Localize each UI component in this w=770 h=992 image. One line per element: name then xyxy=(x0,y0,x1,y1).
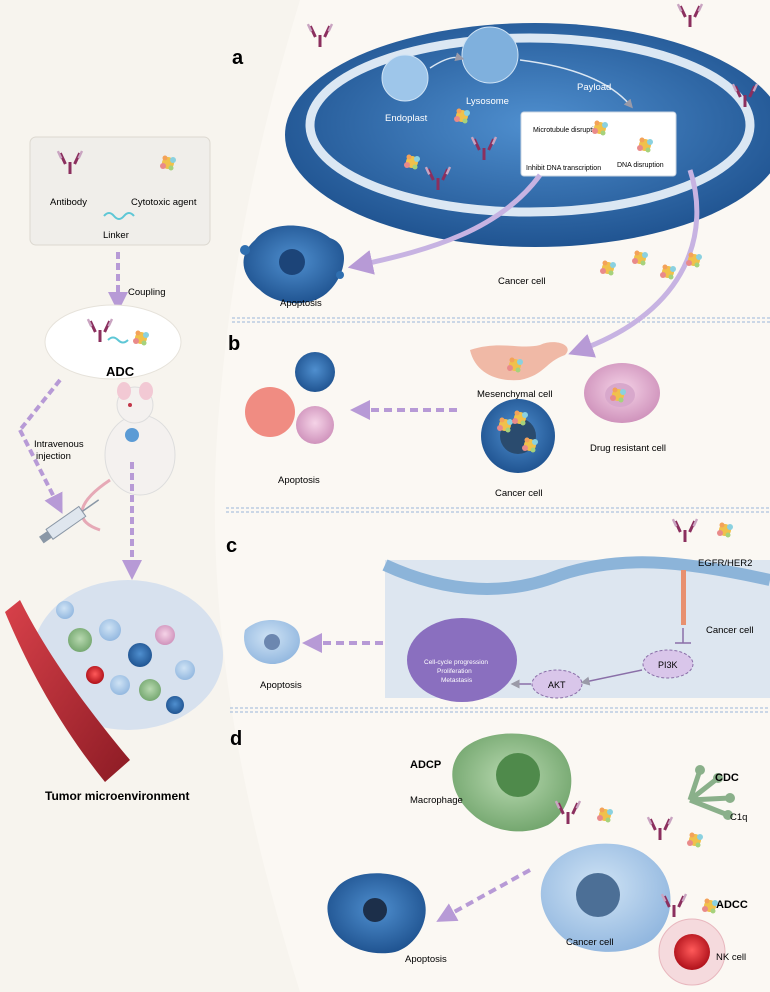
label-adcc: ADCC xyxy=(716,899,748,911)
label-microtubule: Microtubule disruption xyxy=(533,127,602,134)
legend-linker: Linker xyxy=(103,230,129,241)
lysosome-vesicle xyxy=(461,26,519,84)
right-panel-background xyxy=(214,0,770,992)
egfr-her2-receptor xyxy=(681,570,686,625)
linker-icon xyxy=(103,212,135,220)
cancer-cell-membrane xyxy=(305,33,755,217)
apoptotic-cell-d xyxy=(327,873,426,954)
panel-d-apoptosis-arrow xyxy=(436,868,531,922)
syringe-illustration xyxy=(39,499,100,544)
endoplast-vesicle xyxy=(381,54,429,102)
mesenchymal-cell xyxy=(470,342,568,381)
label-macrophage: Macrophage xyxy=(410,795,463,806)
tumor-microenvironment-illustration xyxy=(5,580,223,782)
nk-cell xyxy=(658,918,726,986)
label-cancer-cell-c: Cancer cell xyxy=(706,625,754,636)
adc-linker-icon xyxy=(107,336,129,344)
cancer-cell-b xyxy=(481,399,555,473)
macrophage-cell xyxy=(452,733,572,832)
payload-effects-box xyxy=(520,111,677,177)
cell-membrane-c xyxy=(382,556,770,595)
label-endoplast: Endoplast xyxy=(385,113,428,124)
c1q-complement xyxy=(687,765,735,820)
apoptotic-cell-a xyxy=(240,225,344,304)
pi3k-node xyxy=(642,649,694,679)
injection-label-1: Intravenous xyxy=(34,439,84,450)
cancer-cell-d xyxy=(540,843,671,952)
panel-separators xyxy=(226,317,770,713)
label-cancer-cell-a: Cancer cell xyxy=(498,276,546,287)
legend-box xyxy=(29,136,211,246)
label-pi3k: PI3K xyxy=(658,660,678,670)
label-nk-cell: NK cell xyxy=(716,952,746,963)
coupling-label: Coupling xyxy=(128,287,166,298)
tumor-microenvironment-label: Tumor microenvironment xyxy=(45,789,189,803)
panel-letter-b: b xyxy=(228,333,240,355)
label-apoptosis-a: Apoptosis xyxy=(280,298,322,309)
panel-letter-a: a xyxy=(232,47,244,69)
payload-arrow xyxy=(519,59,633,109)
effects-node xyxy=(407,618,517,702)
label-payload: Payload xyxy=(577,82,611,93)
apoptotic-cell-c xyxy=(244,620,300,665)
label-effect-3: Metastasis xyxy=(441,677,473,684)
drug-resistant-cell xyxy=(584,363,660,423)
panel-letter-d: d xyxy=(230,728,242,750)
mouse-illustration xyxy=(80,382,176,532)
label-effect-1: Cell-cycle progression xyxy=(424,659,488,666)
label-apoptosis-c: Apoptosis xyxy=(260,680,302,691)
payload-to-panel-b-arrow xyxy=(568,169,700,358)
pi3k-to-akt-arrow xyxy=(580,669,643,686)
adc-label: ADC xyxy=(106,364,135,379)
label-receptor: EGFR/HER2 xyxy=(698,558,752,569)
payload-to-apoptosis-arrow xyxy=(347,173,543,275)
label-drug-resistant: Drug resistant cell xyxy=(590,443,666,454)
legend-cytotoxic-agent: Cytotoxic agent xyxy=(131,197,197,208)
label-cancer-cell-b: Cancer cell xyxy=(495,488,543,499)
label-akt: AKT xyxy=(548,680,566,690)
label-lysosome: Lysosome xyxy=(466,96,509,107)
adc-ellipse xyxy=(44,304,182,380)
label-apoptosis-d: Apoptosis xyxy=(405,954,447,965)
label-cancer-cell-d: Cancer cell xyxy=(566,937,614,948)
endoplast-to-lysosome-arrow xyxy=(429,52,465,69)
label-c1q: C1q xyxy=(730,812,747,823)
label-inhibit-dna: Inhibit DNA transcription xyxy=(526,165,601,172)
label-mesenchymal: Mesenchymal cell xyxy=(477,389,553,400)
apoptotic-cells-b xyxy=(245,352,335,444)
label-cdc: CDC xyxy=(715,772,739,784)
label-adcp: ADCP xyxy=(410,759,441,771)
legend-antibody: Antibody xyxy=(50,197,87,208)
injection-label-2: injection xyxy=(36,451,71,462)
panel-letter-c: c xyxy=(226,535,237,557)
label-apoptosis-b: Apoptosis xyxy=(278,475,320,486)
injection-arrow xyxy=(18,378,62,432)
label-dna-disruption: DNA disruption xyxy=(617,162,664,169)
injection-arrow-lower xyxy=(18,429,63,514)
label-effect-2: Proliferation xyxy=(437,668,472,675)
